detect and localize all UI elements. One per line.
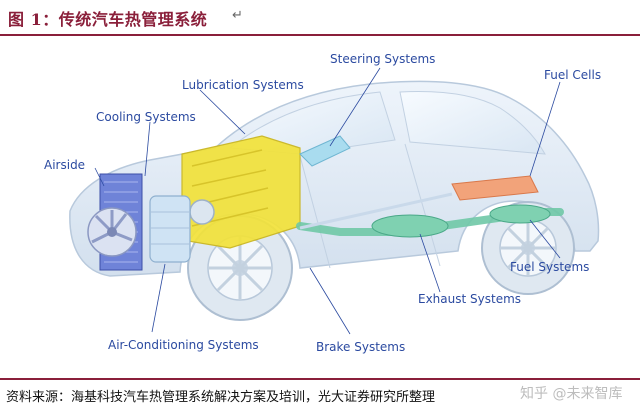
return-mark-icon: ↵ [232, 8, 243, 23]
car-thermal-diagram: Steering Systems Fuel Cells Lubrication … [0, 36, 640, 376]
label-exhaust-systems: Exhaust Systems [418, 292, 522, 306]
rear-wheel [481, 201, 575, 295]
source-divider [0, 378, 640, 380]
car-illustration [69, 67, 600, 335]
label-cooling-systems: Cooling Systems [96, 110, 196, 124]
car-door-line [299, 143, 441, 269]
watermark: 知乎 @未来智库 [520, 386, 623, 402]
label-steering-systems: Steering Systems [330, 52, 436, 66]
leader-lines [94, 67, 561, 335]
fuel-tank [451, 175, 539, 201]
ac-compressor [149, 195, 191, 263]
exhaust-pipe [296, 204, 564, 238]
label-fuel-systems: Fuel Systems [510, 260, 590, 274]
label-brake-systems: Brake Systems [316, 340, 406, 354]
car-side-window [399, 91, 546, 155]
label-fuel-cells: Fuel Cells [544, 68, 602, 82]
label-lubrication-systems: Lubrication Systems [182, 78, 304, 92]
engine-block [181, 135, 301, 249]
fuel-line [299, 192, 453, 230]
label-airside: Airside [44, 158, 86, 172]
source-note: 资料来源：海基科技汽车热管理系统解决方案及培训，光大证券研究所整理 [6, 390, 436, 405]
title-bar: 图 1：传统汽车热管理系统 ↵ [0, 0, 640, 34]
title-underline [0, 34, 640, 36]
fan-icon [87, 207, 137, 257]
label-air-conditioning-systems: Air-Conditioning Systems [108, 338, 259, 352]
steering-column [299, 135, 351, 167]
figure-title: 图 1：传统汽车热管理系统 [8, 10, 208, 29]
